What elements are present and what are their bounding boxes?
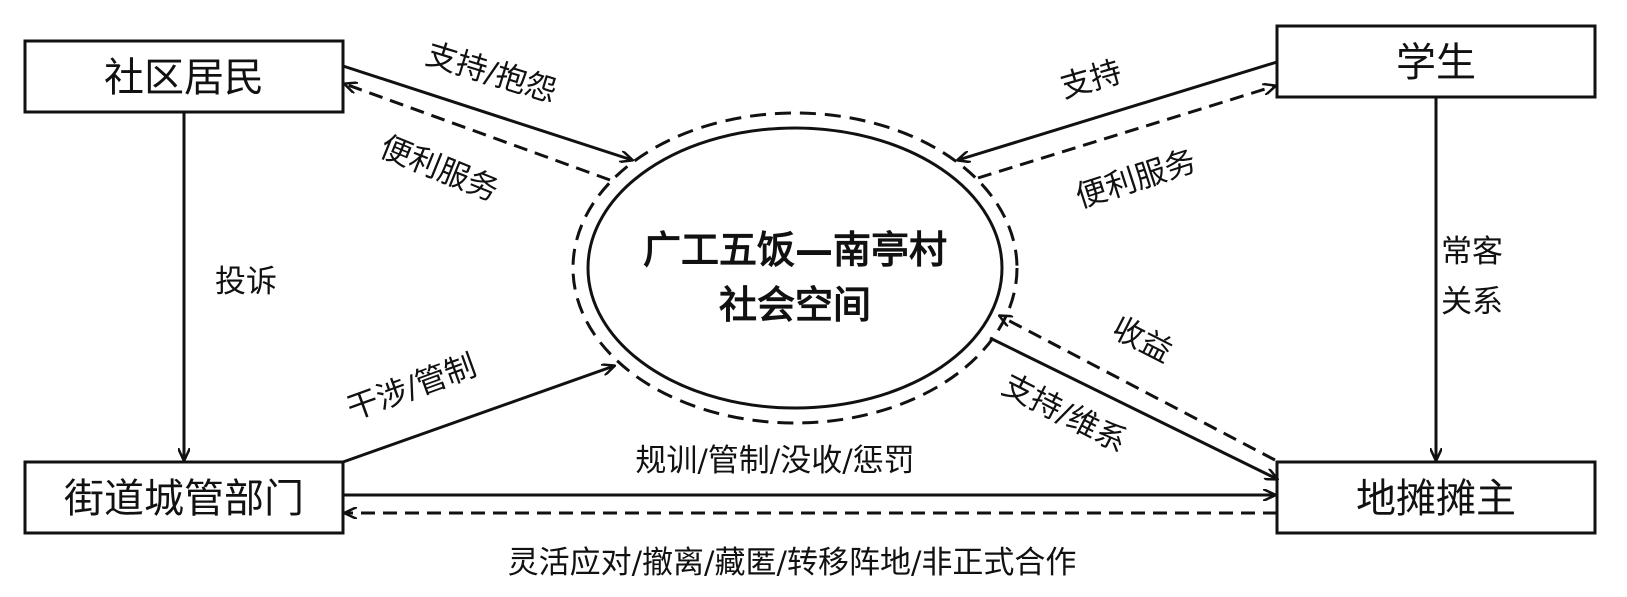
node-vendors: 地摊摊主 xyxy=(1275,460,1597,535)
center-label-line1: 广工五饭—南亭村 xyxy=(643,228,947,272)
urban-management-box xyxy=(23,460,345,535)
node-students: 学生 xyxy=(1275,24,1597,99)
label-center-to-residents: 便利服务 xyxy=(375,129,503,209)
label-students-to-center: 支持 xyxy=(1056,54,1126,106)
label-students-to-vendors-line1: 常客 xyxy=(1441,234,1503,270)
label-students-to-vendors-line2: 关系 xyxy=(1441,284,1503,320)
vendors-label: 地摊摊主 xyxy=(1356,476,1516,522)
edge-residents-to-center xyxy=(342,64,632,160)
node-residents: 社区居民 xyxy=(23,39,345,114)
students-box xyxy=(1275,24,1597,99)
label-center-to-students: 便利服务 xyxy=(1071,143,1200,216)
vendors-box xyxy=(1275,460,1597,535)
label-vendors-to-management: 灵活应对/撤离/藏匿/转移阵地/非正式合作 xyxy=(508,545,1077,581)
node-urban-management: 街道城管部门 xyxy=(23,460,345,535)
residents-box xyxy=(23,39,345,114)
label-residents-to-management: 投诉 xyxy=(215,264,277,300)
edge-center-to-residents xyxy=(345,84,611,182)
edge-center-to-vendors-solid xyxy=(989,336,1277,479)
urban-management-label: 街道城管部门 xyxy=(64,476,304,522)
label-vendors-to-center: 支持/维系 xyxy=(996,367,1132,460)
edge-management-to-center xyxy=(342,366,614,464)
center-social-space: 广工五饭—南亭村 社会空间 xyxy=(571,111,1019,425)
label-center-to-vendors: 收益 xyxy=(1106,310,1178,370)
edge-center-to-students xyxy=(977,86,1275,180)
residents-label: 社区居民 xyxy=(104,55,264,101)
edge-students-to-center xyxy=(958,60,1278,160)
label-management-to-vendors: 规训/管制/没收/惩罚 xyxy=(635,443,914,479)
edge-vendors-to-center-dashed xyxy=(1000,316,1276,462)
students-label: 学生 xyxy=(1396,40,1476,86)
center-inner-ellipse xyxy=(586,126,1004,410)
center-outer-dashed-ellipse xyxy=(571,111,1019,425)
label-management-to-center: 干涉/管制 xyxy=(342,348,481,428)
center-label-line2: 社会空间 xyxy=(719,283,871,327)
